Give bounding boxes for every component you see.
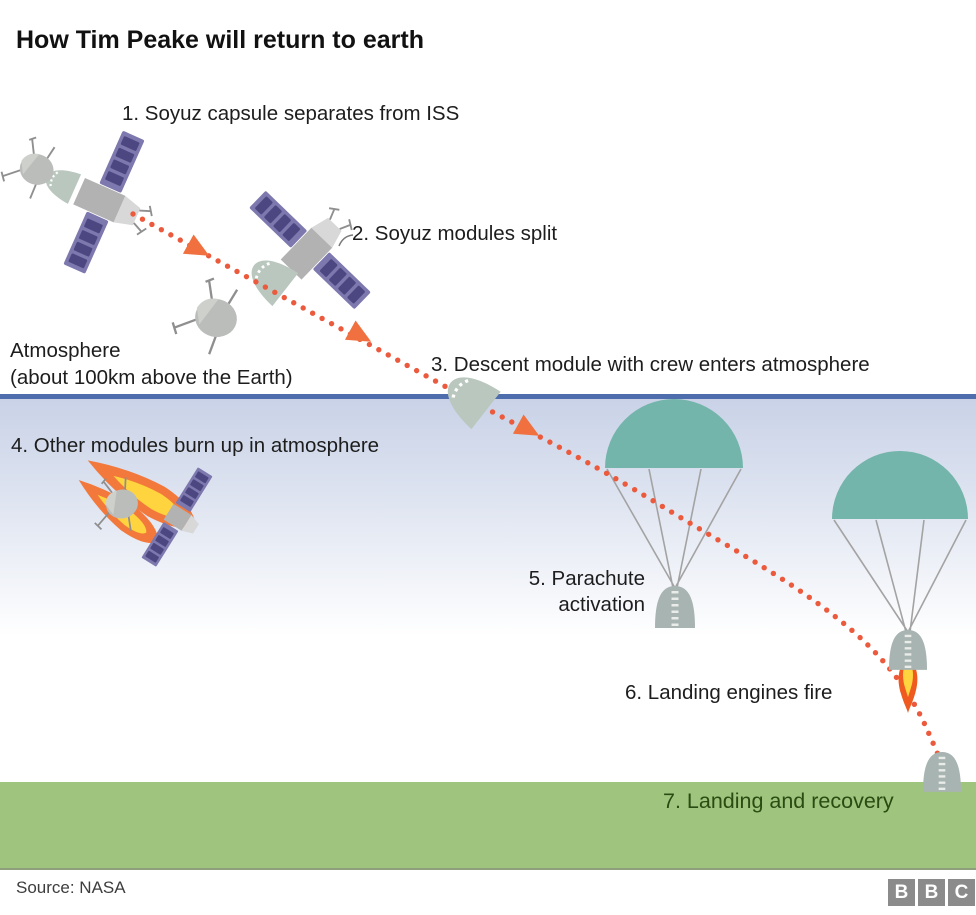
bbc-logo: B B C	[888, 879, 975, 906]
parachute-engine-capsule-icon	[832, 451, 968, 633]
soyuz-modules-split-icon	[166, 190, 371, 360]
burning-modules-icon	[70, 445, 213, 567]
trajectory-arrow-icon	[512, 414, 540, 436]
parachute-capsule-icon	[605, 399, 743, 628]
step-4-label: 4. Other modules burn up in atmosphere	[11, 434, 380, 457]
source-attribution: Source: NASA	[16, 878, 126, 897]
bbc-logo-letter: B	[888, 879, 915, 906]
step-5-label-line2: activation	[558, 593, 645, 616]
page-title: How Tim Peake will return to earth	[16, 26, 424, 54]
step-6-label: 6. Landing engines fire	[625, 681, 833, 704]
label-connector-line	[338, 234, 354, 247]
step-3-label: 3. Descent module with crew enters atmos…	[431, 353, 870, 376]
step-5-label-line1: 5. Parachute	[528, 567, 645, 590]
step-1-label: 1. Soyuz capsule separates from ISS	[122, 102, 460, 125]
ground-band	[0, 782, 976, 870]
engine-flame-icon	[898, 658, 918, 713]
landed-capsule-icon	[923, 752, 961, 792]
atmosphere-label: Atmosphere (about 100km above the Earth)	[10, 337, 293, 391]
bbc-logo-letter: B	[918, 879, 945, 906]
trajectory-arrow-icon	[344, 320, 372, 342]
parachute-capsule-2	[889, 630, 927, 670]
bbc-logo-letter: C	[948, 879, 975, 906]
step-7-label: 7. Landing and recovery	[663, 789, 894, 813]
trajectory-dotted-path	[130, 211, 942, 760]
atmosphere-label-line1: Atmosphere	[10, 339, 121, 362]
atmosphere-label-line2: (about 100km above the Earth)	[10, 366, 293, 389]
step-2-label: 2. Soyuz modules split	[352, 222, 558, 245]
trajectory-arrow-icon	[182, 234, 210, 256]
step-5-label: 5. Parachute activation	[475, 566, 645, 618]
